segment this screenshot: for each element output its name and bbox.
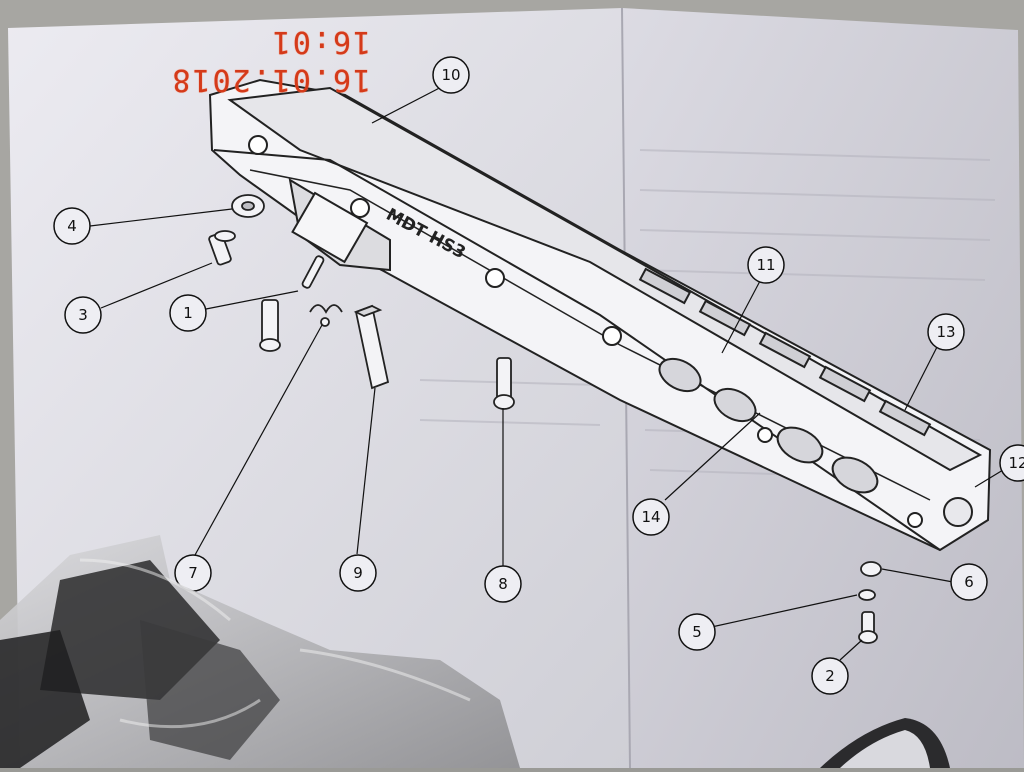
callout-8: 8 (498, 575, 508, 593)
dark-object-highlight (840, 730, 930, 768)
leader-lines (89, 81, 1004, 661)
callout-6: 6 (964, 573, 974, 591)
callout-2-circle (811, 657, 849, 695)
chassis-drawing (208, 78, 992, 552)
callout-3: 3 (78, 306, 88, 324)
small-parts (208, 194, 882, 644)
camera-timestamp: 16.01.2018 16:01 (170, 24, 371, 97)
callout-1: 1 (183, 304, 193, 322)
callout-5-circle (678, 613, 716, 651)
callout-12-circle (999, 444, 1024, 482)
callout-10-circle (432, 56, 470, 94)
plastic-bag (0, 535, 520, 768)
callout-9-circle (339, 554, 377, 592)
callout-12: 12 (1008, 454, 1024, 472)
callout-7: 7 (188, 564, 198, 582)
callout-3-circle (64, 296, 102, 334)
callout-14: 14 (641, 508, 660, 526)
callout-9: 9 (353, 564, 363, 582)
callout-6-circle (950, 563, 988, 601)
callout-14-circle (632, 498, 670, 536)
callout-13-circle (927, 313, 965, 351)
callout-circles (53, 56, 1024, 695)
callout-11: 11 (756, 256, 775, 274)
callout-8-circle (484, 565, 522, 603)
callout-1-circle (169, 294, 207, 332)
callout-10: 10 (441, 66, 460, 84)
callout-5: 5 (692, 623, 702, 641)
callout-4-circle (53, 207, 91, 245)
callout-13: 13 (936, 323, 955, 341)
callout-4: 4 (67, 217, 77, 235)
callout-11-circle (747, 246, 785, 284)
callout-2: 2 (825, 667, 835, 685)
